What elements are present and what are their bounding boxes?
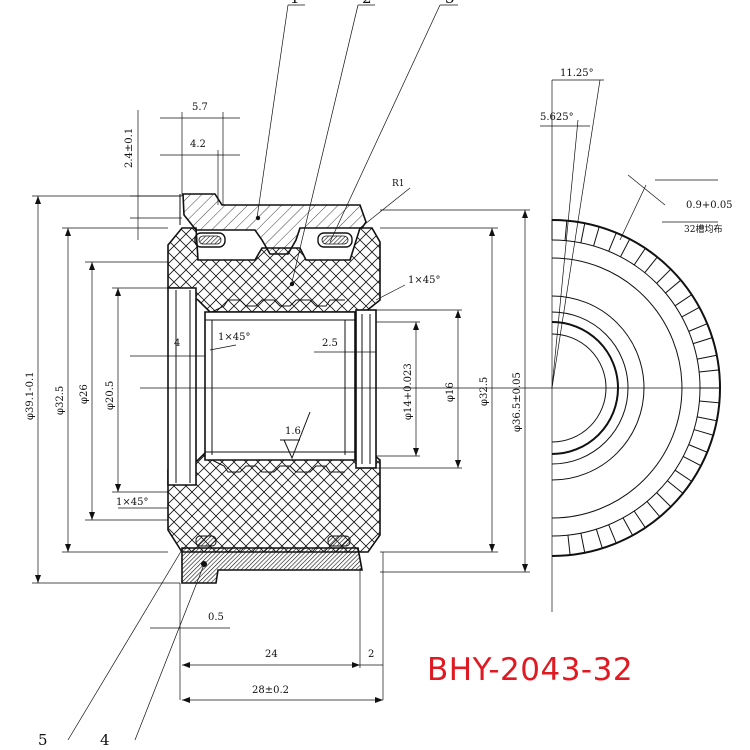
slot-tooth <box>697 354 720 373</box>
slot-tooth <box>693 416 718 436</box>
slot-tooth <box>633 247 659 273</box>
part-code-label: BHY-2043-32 <box>427 652 634 688</box>
dim-chamfer-inner: 1×45° <box>218 332 250 343</box>
callout-5: 5 <box>38 731 48 749</box>
side-tooth-tol: 0.9+0.05 <box>686 200 733 211</box>
side-angle-half: 5.625° <box>540 112 574 123</box>
dim-len-2: 2 <box>368 649 374 660</box>
slot-tooth <box>646 492 672 518</box>
slot-tooth <box>595 524 617 549</box>
slot-tooth <box>608 232 631 258</box>
dim-dia-26: φ26 <box>79 384 90 404</box>
slot-tooth <box>682 444 708 467</box>
dimension-labels: 5.7 4.2 2.4±0.1 R1 1×45° 1×45° 1×45° 4 2… <box>25 68 733 696</box>
dim-dia-16: φ16 <box>445 382 456 402</box>
dim-dia-36-5: φ36.5±0.05 <box>512 372 523 432</box>
dim-chamfer-right: 1×45° <box>408 275 440 286</box>
slot-tooth <box>667 469 693 495</box>
side-view <box>540 79 721 612</box>
inner-bore <box>204 311 356 461</box>
part-body <box>167 227 381 313</box>
dim-dia-32-5-right: φ32.5 <box>479 377 490 406</box>
side-angle-pitch: 11.25° <box>560 68 594 79</box>
callout-2: 2 <box>362 0 372 7</box>
dim-dia-20-5: φ20.5 <box>105 381 116 410</box>
left-flange <box>167 287 197 486</box>
slot-tooth <box>622 510 647 537</box>
slot-teeth <box>551 219 721 556</box>
dim-chamfer-left: 1×45° <box>116 497 148 508</box>
dim-roughness: 1.6 <box>285 426 301 437</box>
dim-left-step: 4 <box>174 338 180 349</box>
dim-top-height: 2.4±0.1 <box>124 128 135 168</box>
dim-len-total: 28±0.2 <box>252 685 289 696</box>
callout-3: 3 <box>445 0 455 7</box>
right-snap-ring <box>355 309 377 469</box>
dim-dia-32-5-left: φ32.5 <box>55 386 66 415</box>
dim-radius: R1 <box>392 179 405 189</box>
callout-1: 1 <box>290 0 300 7</box>
slot-tooth <box>551 219 568 241</box>
part-bottom-ring <box>181 547 363 584</box>
callout-4: 4 <box>100 731 110 749</box>
dim-top-width-outer: 5.7 <box>192 102 208 113</box>
dim-right-step: 2.5 <box>322 338 338 349</box>
part-ring-top <box>182 193 367 255</box>
slot-tooth <box>567 533 586 556</box>
section-view <box>32 4 540 741</box>
slot-tooth <box>688 323 713 345</box>
dim-dia-outer-left: φ39.1-0.1 <box>25 371 36 420</box>
dim-dia-14: φ14+0.023 <box>403 363 414 420</box>
slot-tooth <box>674 293 701 318</box>
slot-tooth <box>699 387 721 404</box>
slot-tooth <box>580 222 600 247</box>
dim-top-width-inner: 4.2 <box>190 139 206 150</box>
dim-gap: 0.5 <box>208 612 224 623</box>
slot-tooth <box>656 268 682 294</box>
callout-labels: 1 2 3 4 5 <box>38 0 455 749</box>
dim-len-24: 24 <box>265 649 278 660</box>
side-slot-note: 32槽均布 <box>684 223 722 235</box>
